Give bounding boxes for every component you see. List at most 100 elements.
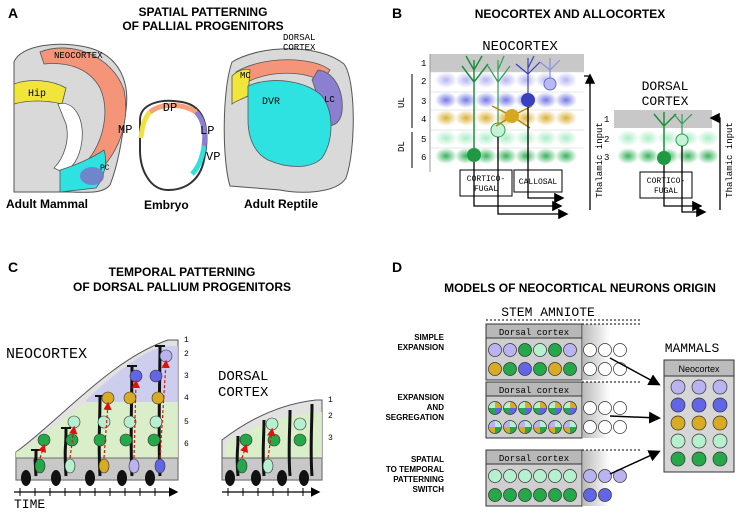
reptile-brain: DORSAL CORTEX MC LC DVR Adult Reptile [223, 33, 354, 211]
neocortex-temporal-cells [21, 345, 173, 486]
neocortex-cell-blob [515, 130, 537, 146]
neocortex-cell-blob [455, 130, 477, 146]
dorsal-cell-blob [617, 130, 639, 146]
panel-b-dorsal-label-2: CORTEX [642, 94, 689, 109]
panel-c-neocortex-label: NEOCORTEX [6, 346, 87, 363]
dc-corticofugal-label-1: CORTICO- [647, 177, 685, 186]
expanded-neuron [598, 469, 612, 483]
neocortex-cell-blob [555, 92, 577, 108]
callosal-box [513, 169, 563, 193]
panel-d-title: MODELS OF NEOCORTICAL NEURONS ORIGIN [444, 281, 716, 295]
neocortex-cell-blob [435, 92, 457, 108]
dorsal-neuron [563, 469, 577, 483]
mixed-identity-cell [488, 420, 502, 434]
dorsal-cell-blob [637, 130, 659, 146]
neocortex-cell-blob [535, 130, 557, 146]
dorsal-cell-blob [637, 148, 659, 164]
c-neocortex-layer-3: 3 [184, 372, 189, 381]
corticofugal-box [459, 169, 513, 197]
embryo-vp-arc [190, 145, 207, 176]
mixed-identity-cell [518, 401, 532, 415]
dorsal-neuron [548, 343, 562, 357]
c-neocortex-layer-5: 5 [184, 418, 189, 427]
expanded-neuron [598, 488, 612, 502]
reptile-caption: Adult Reptile [244, 197, 318, 211]
dorsal-neuron [503, 343, 517, 357]
neocortex-neuron [670, 451, 686, 467]
neocortex-neuron [691, 451, 707, 467]
dorsal-neuron [563, 488, 577, 502]
neocortex-cell-blob [555, 72, 577, 88]
neocortex-neuron [670, 415, 686, 431]
layer-neuron [149, 369, 163, 383]
dorsal-neuron [548, 488, 562, 502]
neocortex-layer-label-3: 3 [421, 97, 426, 107]
time-axis-label: TIME [14, 497, 45, 512]
panel-b: B NEOCORTEX AND ALLOCORTEX NEOCORTEX 123… [392, 5, 735, 220]
neocortex-layer1-band [430, 54, 584, 72]
expanded-neuron [583, 343, 597, 357]
dorsal-layer-neuron [265, 417, 279, 431]
reptile-dvr-label: DVR [262, 97, 280, 108]
progenitor-cell [98, 458, 110, 474]
neocortex-layer-label-6: 6 [421, 153, 426, 163]
layer-neuron [65, 433, 79, 447]
progenitor-cell [34, 458, 46, 474]
layer-neuron [149, 415, 163, 429]
dorsal-neuron [488, 469, 502, 483]
expanded-neuron [598, 401, 612, 415]
neocortex-cell-blob [455, 92, 477, 108]
c-dorsal-layer-2: 2 [328, 412, 333, 421]
neocortex-cell-blob [495, 72, 517, 88]
reptile-dorsal-label-2: CORTEX [283, 43, 316, 53]
panel-b-letter: B [392, 5, 402, 21]
dorsal-neuron [533, 488, 547, 502]
dorsal-cell-blob [677, 148, 699, 164]
expanded-neuron [583, 420, 597, 434]
expseg-label-2: AND [427, 403, 445, 412]
panel-c: C TEMPORAL PATTERNING OF DORSAL PALLIUM … [6, 259, 333, 512]
mammal-neocortex-label: NEOCORTEX [54, 51, 103, 61]
neocortex-cell-blob [515, 148, 537, 164]
embryo-mp-label: MP [118, 123, 132, 137]
neocortex-cell-blob [495, 148, 517, 164]
simple-expansion-label-2: EXPANSION [397, 343, 444, 352]
panel-d-letter: D [392, 259, 402, 275]
neocortex-layer-label-2: 2 [421, 77, 426, 87]
simple-expansion-label-1: SIMPLE [414, 333, 444, 342]
neocortex-cell-blob [475, 72, 497, 88]
neocortex-cell-blob [555, 110, 577, 126]
dc-corticofugal-box [639, 171, 693, 199]
mammals-neocortex-cells [670, 379, 728, 467]
spatial-label-4: SWITCH [412, 485, 444, 494]
radial-glia-soma [51, 470, 61, 486]
mixed-identity-cell [503, 420, 517, 434]
model-row-2: Dorsal cortex [485, 381, 640, 439]
neocortex-layer-label-5: 5 [421, 135, 426, 145]
dorsal-neuron [533, 343, 547, 357]
neocortex-neuron [670, 397, 686, 413]
mixed-identity-cell [533, 420, 547, 434]
progenitor-cell [154, 458, 166, 474]
spatial-label-1: SPATIAL [411, 455, 444, 464]
panel-c-title-1: TEMPORAL PATTERNING [109, 265, 256, 279]
layer-neuron [129, 369, 143, 383]
migration-arrow [131, 379, 141, 459]
neocortex-neuron [712, 451, 728, 467]
embryo-caption: Embryo [144, 198, 189, 212]
panel-a-letter: A [8, 5, 18, 21]
neocortex-cell-blob [435, 130, 457, 146]
expanded-neuron [583, 469, 597, 483]
neocortex-neuron [712, 433, 728, 449]
mixed-identity-cell [563, 420, 577, 434]
dorsal-layer1-band [614, 110, 712, 128]
neocortex-neuron [691, 397, 707, 413]
panel-c-letter: C [8, 259, 18, 275]
migration-arrow [103, 401, 112, 459]
mixed-identity-cell [548, 401, 562, 415]
corticofugal-label-2: FUGAL [474, 185, 498, 194]
expanded-neuron [613, 401, 627, 415]
neocortex-cell-blob [475, 148, 497, 164]
panel-d: D MODELS OF NEOCORTICAL NEURONS ORIGIN S… [385, 259, 735, 507]
neocortex-neuron [712, 397, 728, 413]
